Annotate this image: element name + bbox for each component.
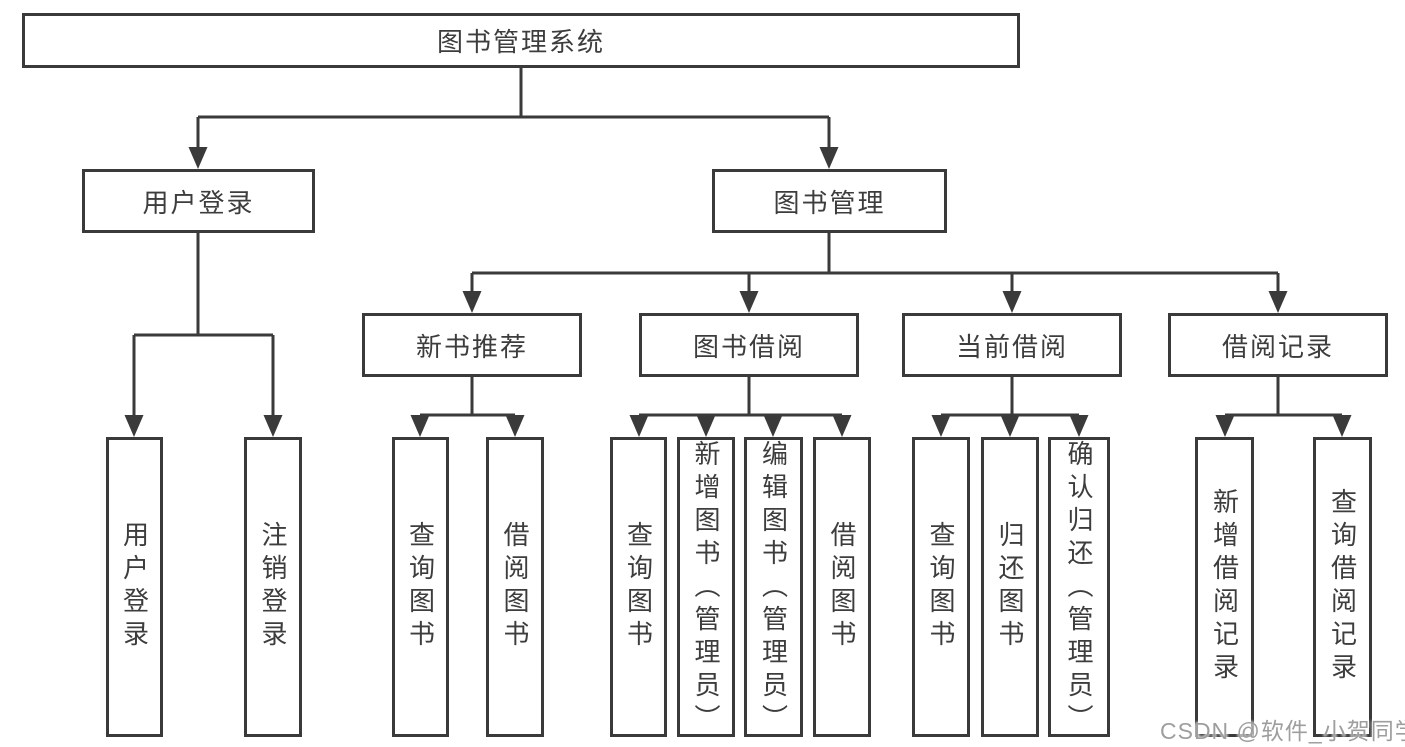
node-user-login-module: 用户登录 — [82, 169, 315, 233]
arrow-down-icon — [696, 415, 716, 437]
arrow-down-icon — [931, 415, 951, 437]
leaf-user-login: 用户登录 — [106, 437, 163, 737]
node-book-borrowing: 图书借阅 — [639, 313, 859, 377]
arrow-down-icon — [1332, 415, 1352, 437]
leaf-borrow-books-recommend: 借阅图书 — [486, 437, 544, 737]
arrow-down-icon — [1002, 291, 1022, 313]
node-borrowing-records: 借阅记录 — [1168, 313, 1388, 377]
leaf-add-books-admin: 新增图书（管理员） — [677, 437, 735, 737]
leaf-confirm-return-admin: 确认归还（管理员） — [1048, 437, 1110, 737]
arrow-down-icon — [739, 291, 759, 313]
leaf-edit-books-admin: 编辑图书（管理员） — [744, 437, 803, 737]
csdn-watermark: CSDN @软件_小贺同学 — [1160, 718, 1405, 744]
arrow-down-icon — [124, 415, 144, 437]
arrow-down-icon — [1000, 415, 1020, 437]
arrow-down-icon — [505, 415, 525, 437]
leaf-logout: 注销登录 — [244, 437, 302, 737]
leaf-search-books-recommend: 查询图书 — [392, 437, 449, 737]
arrow-down-icon — [763, 415, 783, 437]
node-book-management-module: 图书管理 — [712, 169, 947, 233]
arrow-down-icon — [629, 415, 649, 437]
arrow-down-icon — [832, 415, 852, 437]
arrow-down-icon — [1215, 415, 1235, 437]
arrow-down-icon — [1268, 291, 1288, 313]
node-library-management-system: 图书管理系统 — [22, 13, 1020, 68]
arrow-down-icon — [188, 147, 208, 169]
arrow-down-icon — [462, 291, 482, 313]
arrow-down-icon — [410, 415, 430, 437]
leaf-add-borrow-record: 新增借阅记录 — [1195, 437, 1254, 737]
node-new-book-recommendation: 新书推荐 — [362, 313, 582, 377]
arrow-down-icon — [819, 147, 839, 169]
arrow-down-icon — [263, 415, 283, 437]
arrow-down-icon — [1069, 415, 1089, 437]
node-current-borrowing: 当前借阅 — [902, 313, 1122, 377]
leaf-search-borrow-record: 查询借阅记录 — [1313, 437, 1372, 737]
leaf-return-books: 归还图书 — [981, 437, 1039, 737]
leaf-borrow-books: 借阅图书 — [813, 437, 871, 737]
leaf-search-books-borrowing: 查询图书 — [610, 437, 667, 737]
leaf-search-books-current: 查询图书 — [912, 437, 970, 737]
